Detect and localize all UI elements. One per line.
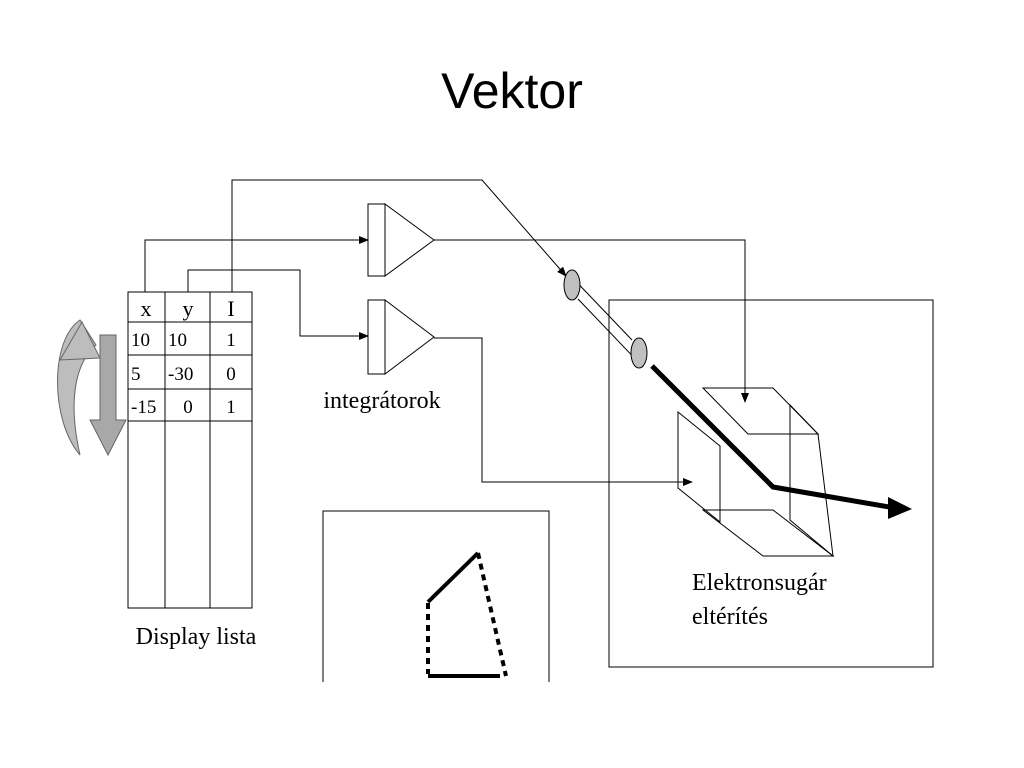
deflection-label-line1: Elektronsugár xyxy=(692,570,827,596)
electron-gun xyxy=(563,269,648,369)
beam-arrowhead-icon xyxy=(888,497,912,519)
slide-title: Vektor xyxy=(441,63,583,119)
vector-solid-segment xyxy=(426,551,480,604)
table-cell: 10 xyxy=(131,330,150,351)
table-cell: 5 xyxy=(131,364,141,385)
integrator-lower xyxy=(367,298,435,376)
table-header-x: x xyxy=(141,296,152,321)
table-header-i: I xyxy=(227,296,234,321)
table-cell: 10 xyxy=(168,330,187,351)
table-cell: 1 xyxy=(226,397,236,418)
deflection-frame xyxy=(608,299,934,668)
table-cell: 1 xyxy=(226,330,236,351)
integrators-label: integrátorok xyxy=(323,388,440,414)
cycle-arrow-icon xyxy=(57,319,127,457)
vector-dashed-segment xyxy=(476,552,508,677)
signal-lines xyxy=(144,179,749,486)
electron-beam xyxy=(650,364,896,511)
table-cell: 0 xyxy=(183,397,193,418)
output-screen xyxy=(322,510,550,682)
display-list-caption: Display lista xyxy=(136,624,257,650)
table-cell: -15 xyxy=(131,397,156,418)
deflection-plates xyxy=(677,387,835,558)
integrator-upper xyxy=(367,203,435,277)
table-cell: 0 xyxy=(226,364,236,385)
table-header-y: y xyxy=(183,296,194,321)
table-cell: -30 xyxy=(168,364,193,385)
display-list-table: x y I 10 10 1 5 -30 0 -15 0 1 xyxy=(127,291,253,609)
deflection-label-line2: eltérítés xyxy=(692,604,768,630)
